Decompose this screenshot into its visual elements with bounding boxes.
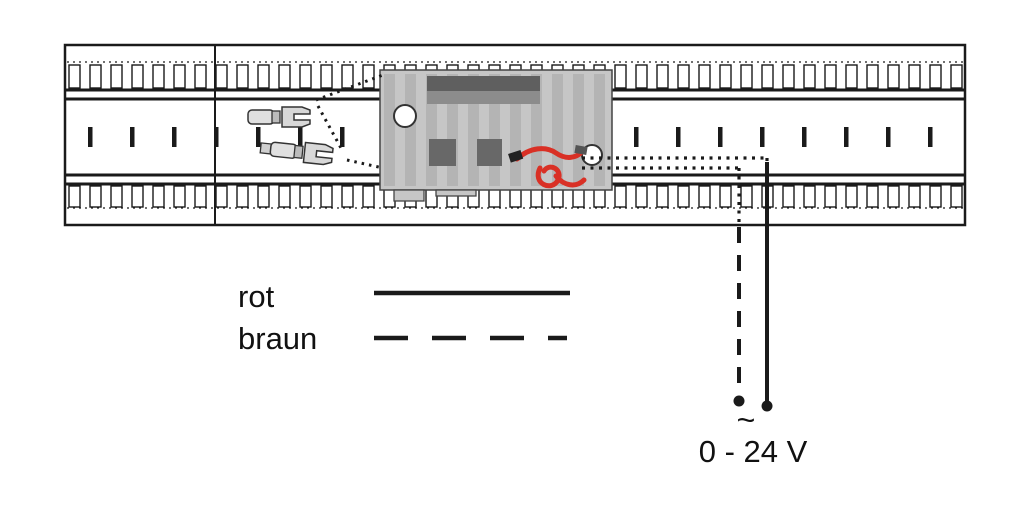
- hidden-wire-dotted: [582, 156, 769, 227]
- feeder-box: [379, 69, 613, 202]
- red-wire-coil: [508, 145, 588, 189]
- spade-connector-bottom: [259, 141, 334, 166]
- feeder-box-dark-block-lower: [427, 91, 540, 104]
- legend-label-rot: rot: [238, 279, 275, 314]
- feeder-box-dark-square-2: [477, 139, 502, 166]
- legend-label-braun: braun: [238, 321, 317, 356]
- power-range-label: 0 - 24 V: [699, 434, 808, 469]
- spade-connector-top: [247, 106, 311, 128]
- power-source: ~ 0 - 24 V: [699, 402, 808, 469]
- feeder-box-tab-left: [393, 189, 425, 202]
- feeder-box-dark-block-upper: [427, 76, 540, 91]
- wire-connector-bit: [508, 150, 524, 163]
- feeder-box-dark-square-1: [429, 139, 456, 166]
- insertion-guide-dotted: [315, 73, 384, 170]
- terminal-dot-right: [761, 400, 773, 412]
- sleepers-bottom-row: [68, 185, 963, 208]
- legend: rot braun: [238, 279, 570, 356]
- ac-tilde-symbol: ~: [737, 402, 756, 438]
- feeder-hole-left: [393, 104, 417, 128]
- feeder-box-tab-right: [435, 189, 477, 197]
- terminal-dot-left: [733, 395, 745, 407]
- feeder-box-sleeper-stripes: [384, 74, 605, 186]
- wire-connector-bit-2: [574, 145, 588, 155]
